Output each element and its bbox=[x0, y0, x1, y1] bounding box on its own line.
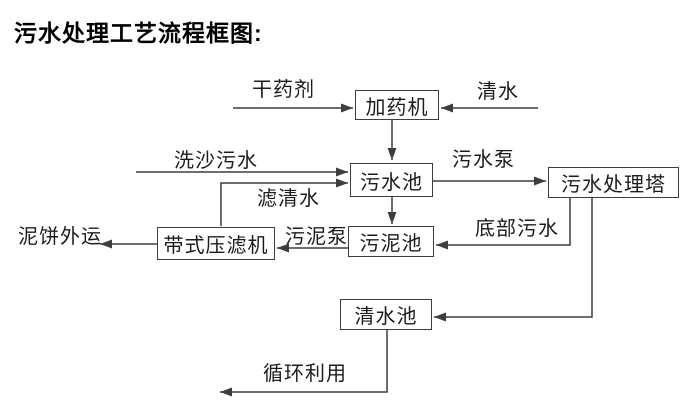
node-sewage-pool: 污水池 bbox=[350, 163, 433, 197]
node-label-belt-filter-press: 带式压滤机 bbox=[163, 235, 269, 257]
arrow-recycle-out bbox=[220, 330, 388, 397]
edge-label-clear-water: 清水 bbox=[477, 81, 519, 103]
node-sludge-pool: 污泥池 bbox=[348, 226, 434, 257]
page-title: 污水处理工艺流程框图: bbox=[14, 20, 263, 46]
node-label-sludge-pool: 污泥池 bbox=[359, 233, 423, 255]
arrow-bottom-sewage-to-sludge-pool bbox=[436, 198, 571, 250]
edge-label-bottom-sewage: 底部污水 bbox=[475, 218, 559, 240]
edge-label-mud-cake-out: 泥饼外运 bbox=[18, 226, 102, 248]
edge-label-recycle: 循环利用 bbox=[263, 363, 347, 385]
node-clear-water-pool: 清水池 bbox=[340, 299, 432, 330]
arrow-tower-to-clear-water-pool bbox=[434, 198, 593, 322]
node-treatment-tower: 污水处理塔 bbox=[548, 167, 679, 198]
edge-label-sludge-pump: 污泥泵 bbox=[285, 226, 348, 248]
node-label-sewage-pool: 污水池 bbox=[360, 171, 423, 194]
edge-label-sand-washing-sewage: 洗沙污水 bbox=[174, 150, 258, 172]
edge-label-sewage-pump: 污水泵 bbox=[452, 149, 515, 171]
arrow-filtered-water-to-sewage-pool bbox=[220, 178, 348, 226]
node-dosing-machine: 加药机 bbox=[355, 90, 439, 120]
node-label-dosing-machine: 加药机 bbox=[365, 96, 429, 119]
node-label-clear-water-pool: 清水池 bbox=[354, 306, 418, 328]
edge-label-filtered-water: 滤清水 bbox=[257, 188, 320, 210]
edge-label-dry-agent: 干药剂 bbox=[252, 79, 315, 101]
node-label-treatment-tower: 污水处理塔 bbox=[561, 174, 666, 196]
node-belt-filter-press: 带式压滤机 bbox=[157, 227, 275, 260]
